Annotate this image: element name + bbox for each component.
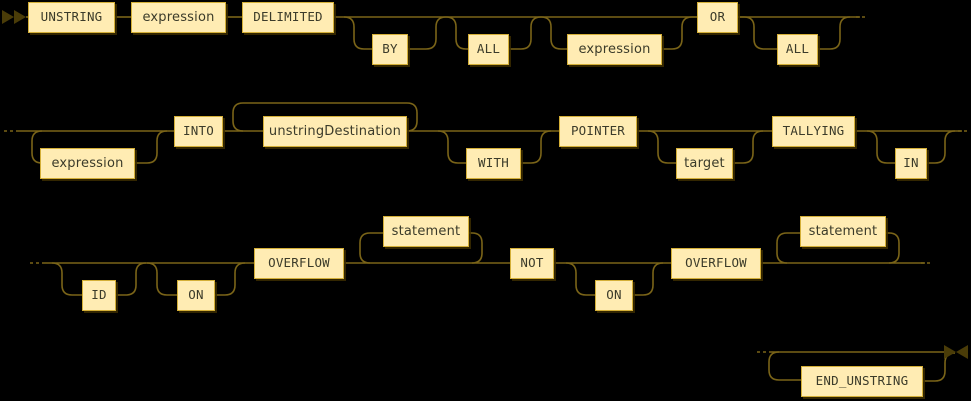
node-with[interactable]: WITH: [466, 148, 521, 179]
node-overflow-2[interactable]: OVERFLOW: [671, 248, 761, 279]
node-statement-1[interactable]: statement: [383, 216, 469, 247]
node-unstring[interactable]: UNSTRING: [28, 2, 115, 33]
node-in[interactable]: IN: [895, 148, 927, 179]
node-all-2[interactable]: ALL: [777, 34, 818, 65]
node-end-unstring[interactable]: END_UNSTRING: [801, 366, 923, 397]
node-not[interactable]: NOT: [510, 248, 554, 279]
node-or[interactable]: OR: [697, 2, 738, 33]
node-pointer[interactable]: POINTER: [559, 116, 637, 147]
start-marker-icon: [2, 10, 26, 24]
node-overflow-1[interactable]: OVERFLOW: [254, 248, 344, 279]
node-expression-3[interactable]: expression: [40, 148, 135, 179]
node-expression-1[interactable]: expression: [131, 2, 226, 33]
node-on-1[interactable]: ON: [177, 280, 215, 311]
node-target[interactable]: target: [676, 148, 733, 179]
node-statement-2[interactable]: statement: [800, 216, 886, 247]
node-id[interactable]: ID: [82, 280, 116, 311]
node-on-2[interactable]: ON: [595, 280, 633, 311]
node-expression-2[interactable]: expression: [567, 34, 662, 65]
node-delimited[interactable]: DELIMITED: [242, 2, 334, 33]
node-all-1[interactable]: ALL: [468, 34, 509, 65]
node-by[interactable]: BY: [372, 34, 408, 65]
node-unstring-destination[interactable]: unstringDestination: [263, 116, 407, 147]
end-marker-icon: [944, 345, 968, 359]
node-into[interactable]: INTO: [174, 116, 223, 147]
node-tallying[interactable]: TALLYING: [772, 116, 855, 147]
